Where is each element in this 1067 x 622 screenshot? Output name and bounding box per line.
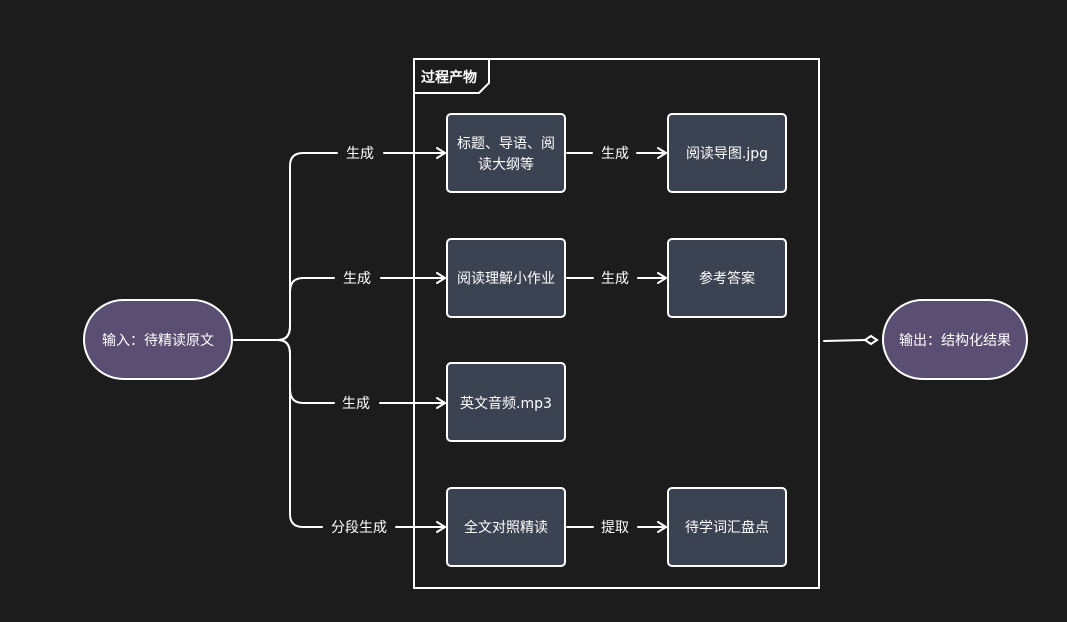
node-homework-label: 阅读理解小作业 — [457, 270, 555, 287]
edge-label-input-audio: 生成 — [342, 396, 370, 412]
node-fulltext-label: 全文对照精读 — [464, 519, 548, 536]
edge-label-fulltext-vocab: 提取 — [601, 520, 629, 536]
input-node: 输入：待精读原文 — [83, 299, 233, 380]
branch-to-homework — [277, 277, 335, 341]
node-audio-label: 英文音频.mp3 — [460, 395, 552, 412]
edge-labels: 生成 生成 生成 分段生成 生成 生成 提取 — [331, 146, 629, 536]
node-titles-line2: 读大纲等 — [478, 156, 534, 173]
node-answers: 参考答案 — [667, 238, 787, 318]
input-node-label: 输入：待精读原文 — [102, 332, 214, 349]
process-nodes: 标题、导语、阅 读大纲等 阅读导图.jpg 阅读理解小作业 参考答案 英文音频.… — [446, 113, 787, 567]
node-audio: 英文音频.mp3 — [446, 362, 566, 442]
edge-label-input-titles: 生成 — [346, 146, 374, 162]
arrows — [379, 147, 667, 533]
node-vocab-label: 待学词汇盘点 — [685, 519, 769, 536]
node-fulltext: 全文对照精读 — [446, 487, 566, 567]
branch-to-audio — [277, 339, 335, 404]
group-to-output-connector — [823, 334, 879, 346]
node-mindmap-label: 阅读导图.jpg — [686, 145, 768, 162]
node-homework: 阅读理解小作业 — [446, 238, 566, 318]
edge-label-homework-answers: 生成 — [601, 271, 629, 287]
branch-connectors — [233, 152, 338, 528]
node-answers-label: 参考答案 — [699, 270, 755, 287]
edge-label-input-homework: 生成 — [343, 271, 371, 287]
diamond-marker-icon — [863, 334, 879, 346]
node-titles-line1: 标题、导语、阅 — [457, 136, 555, 152]
edge-label-titles-mindmap: 生成 — [601, 146, 629, 162]
process-artifacts-group: 过程产物 — [413, 58, 820, 589]
group-label: 过程产物 — [421, 69, 477, 86]
node-titles: 标题、导语、阅 读大纲等 — [446, 113, 566, 193]
node-mindmap: 阅读导图.jpg — [667, 113, 787, 193]
output-node-label: 输出：结构化结果 — [899, 333, 1011, 349]
output-node: 输出：结构化结果 — [882, 299, 1028, 380]
edge-label-input-fulltext: 分段生成 — [331, 520, 387, 536]
node-vocab: 待学词汇盘点 — [667, 487, 787, 567]
branch-to-fulltext — [277, 339, 323, 528]
branch-to-titles — [277, 152, 338, 341]
